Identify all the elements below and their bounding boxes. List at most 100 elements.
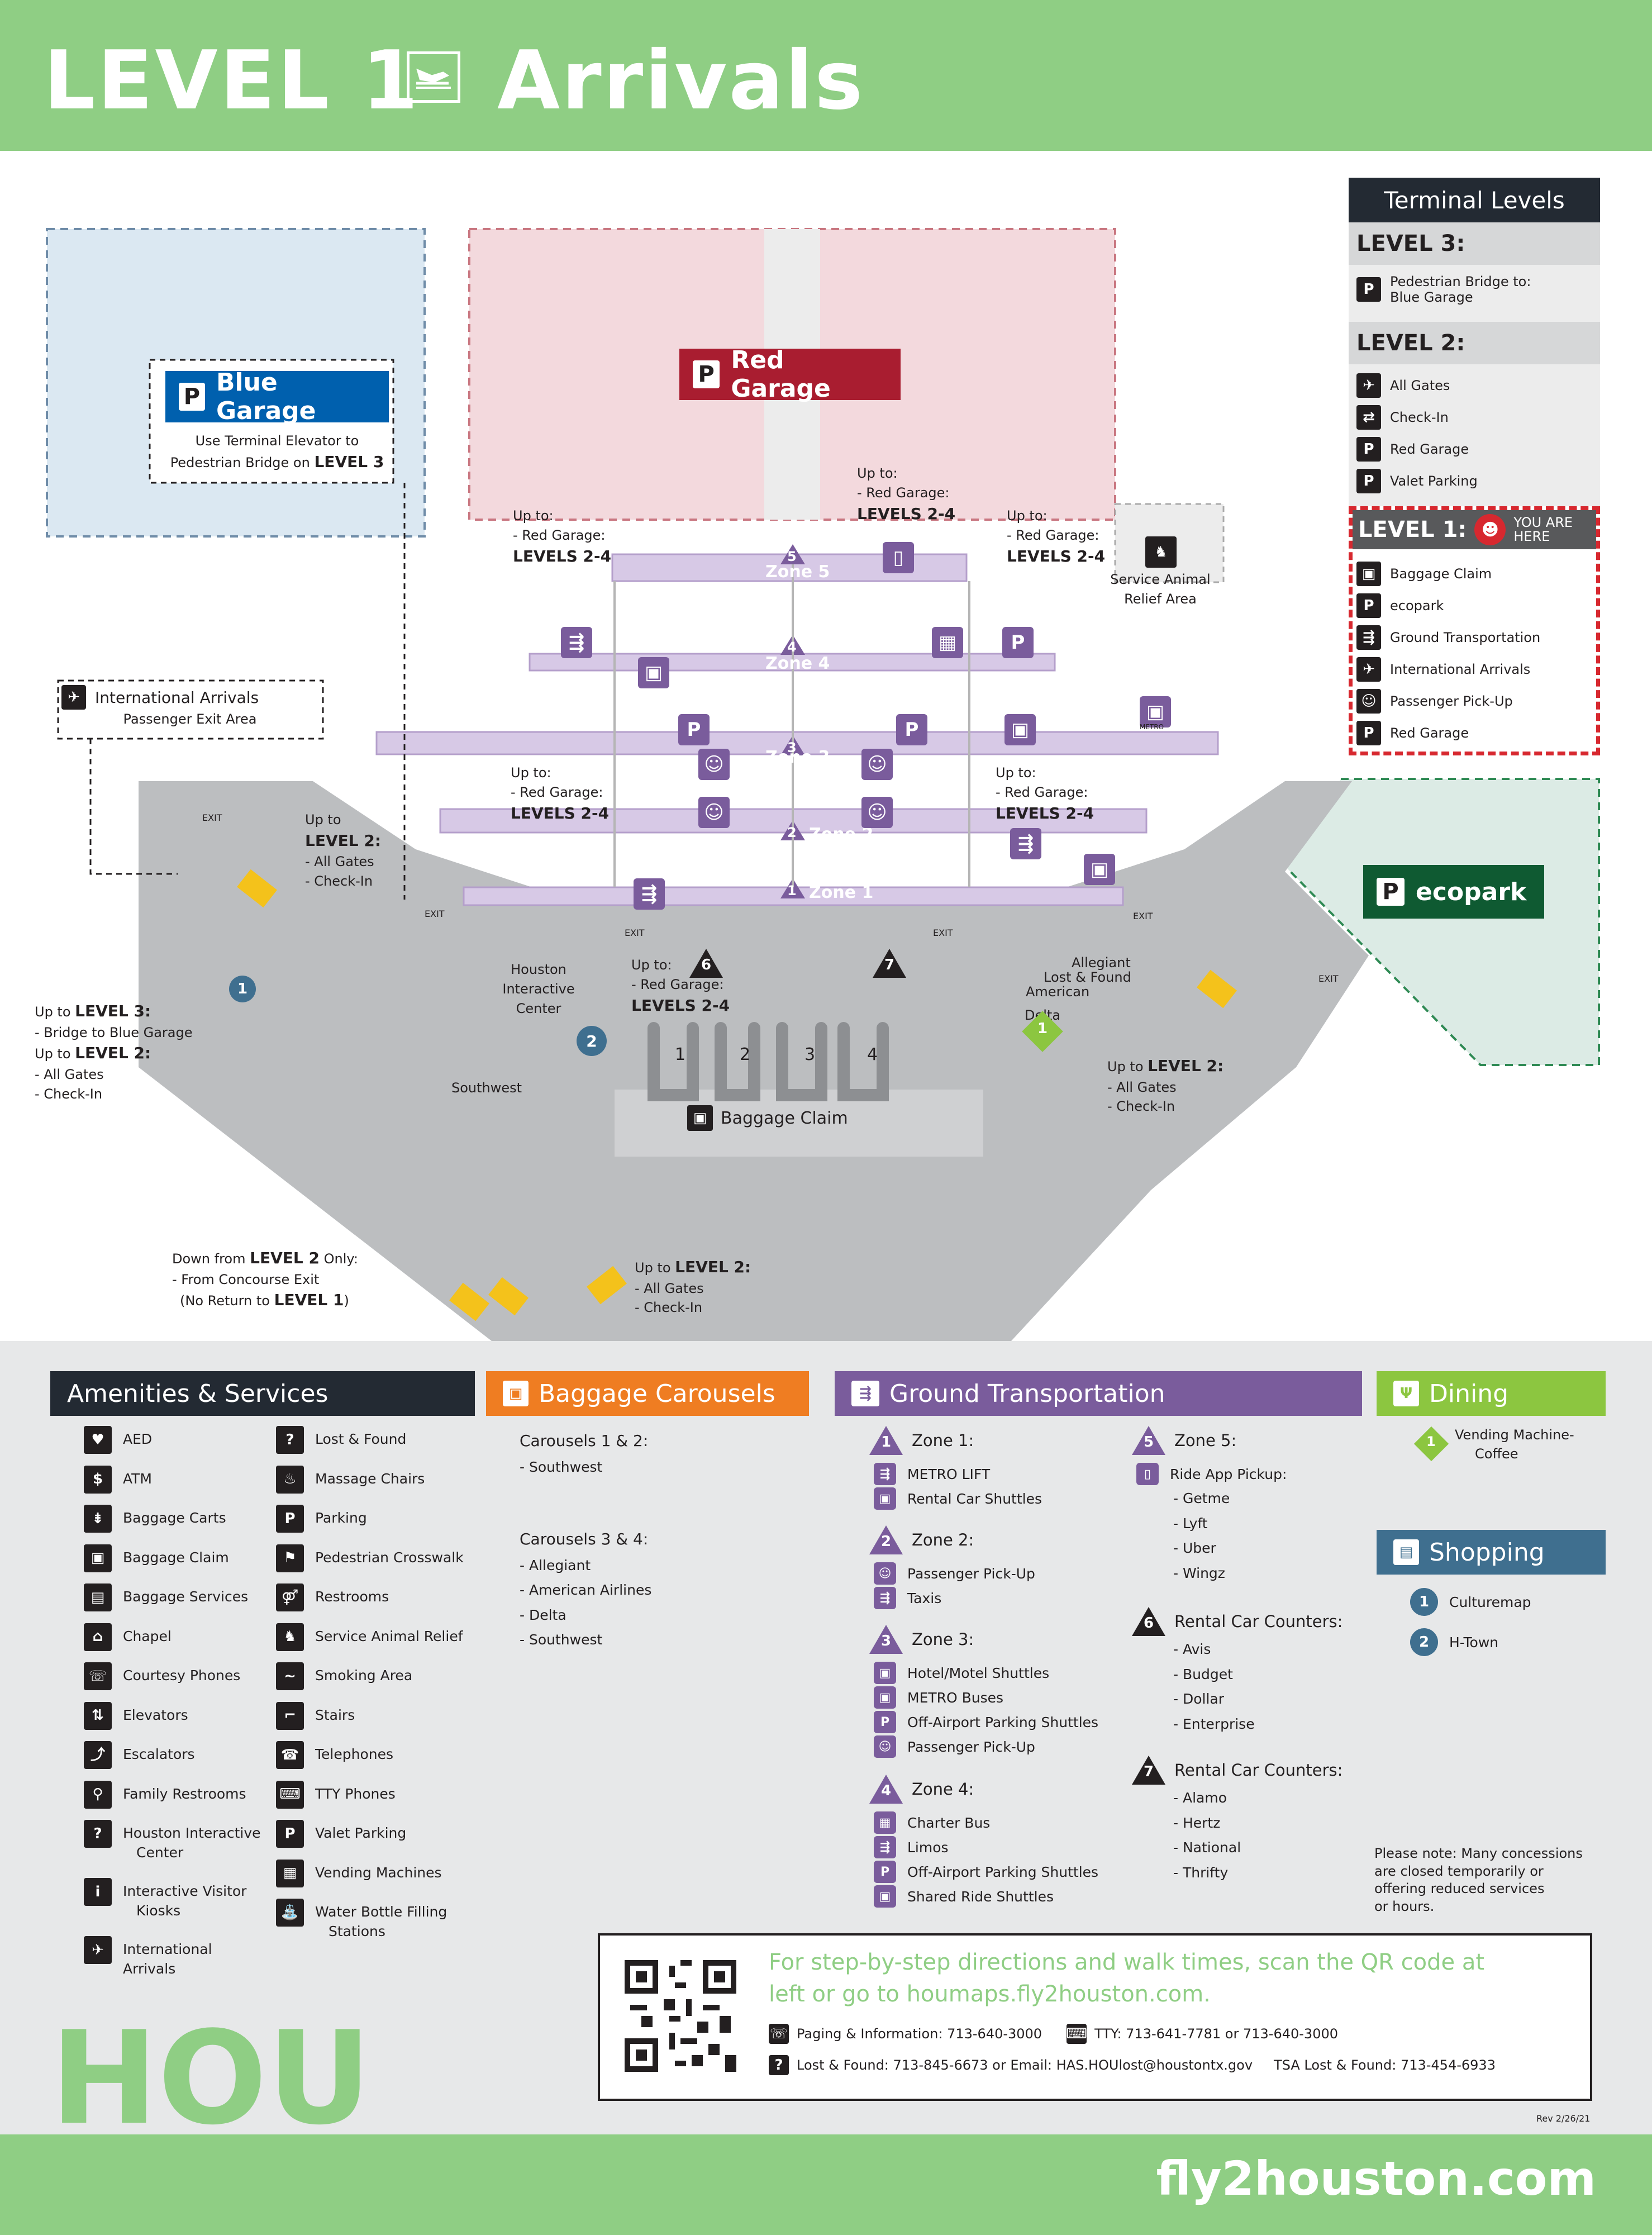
terminal-levels-panel: Terminal Levels LEVEL 3: P Pedestrian Br… (1349, 178, 1600, 755)
rental-counter-7-marker: 7 (873, 949, 906, 978)
service-animal-icon: ♞ (276, 1623, 304, 1651)
callout-level2: LEVEL 2: (75, 1044, 151, 1063)
baggage-claim-area: ▣ Baggage Claim (687, 1105, 848, 1131)
blue-garage-note-level: LEVEL 3 (314, 452, 384, 471)
shuttle-icon: ▣ (874, 1487, 896, 1510)
ecopark-label: P ecopark (1363, 865, 1544, 919)
amenity-label: Family Restrooms (123, 1785, 246, 1802)
callout-up-to: Up to: (513, 508, 554, 524)
rental-7-item: - Thrifty (1173, 1864, 1229, 1881)
zone-5-item: - Wingz (1173, 1564, 1225, 1581)
red-garage-text: Red Garage (731, 346, 831, 403)
level-1-heading-bar: LEVEL 1: ☻ YOU ARE HERE (1353, 510, 1596, 549)
exit-label: EXIT (425, 909, 445, 919)
shop-marker-1[interactable]: 1 (229, 976, 256, 1002)
red-garage-label: P Red Garage (679, 346, 901, 403)
carousels-heading: ▣ Baggage Carousels (486, 1371, 809, 1416)
shared-ride-icon: ▣ (874, 1885, 896, 1908)
parking-icon: P (1377, 878, 1405, 906)
atm-icon: $ (84, 1465, 112, 1494)
rental-6-item: - Enterprise (1173, 1715, 1255, 1732)
rental-7-item: - Hertz (1173, 1814, 1221, 1831)
allegiant-label: Allegiant (1072, 955, 1131, 971)
callout-levels: LEVELS 2-4 (857, 504, 956, 523)
zone-1-number: 1 (787, 883, 797, 898)
hou-wordmark: HOU (50, 2004, 372, 2153)
amenity-label: Massage Chairs (315, 1470, 425, 1487)
callout-up-level2-east: Up to LEVEL 2: - All Gates - Check-In (1107, 1055, 1223, 1116)
international-arrivals-icon: ✈ (61, 685, 86, 710)
taxi-icon: ⇶ (1010, 828, 1041, 859)
level-1-item-intl: ✈International Arrivals (1356, 657, 1530, 682)
international-arrivals-icon: ✈ (1356, 657, 1381, 682)
amenity-item: ▦Vending Machines (276, 1859, 442, 1887)
amenities-title: Amenities & Services (67, 1379, 329, 1408)
amenity-label: Kiosks (136, 1903, 181, 1919)
zone-4-label: Zone 4 (765, 654, 830, 673)
footer-url[interactable]: fly2houston.com (1156, 2151, 1596, 2206)
dining-marker-number: 1 (1037, 1020, 1048, 1037)
zone-3-item-text: Hotel/Motel Shuttles (907, 1665, 1050, 1681)
valet-icon: P (1356, 469, 1381, 493)
parking-icon: P (693, 360, 720, 388)
carousels-group-1-item: - Southwest (520, 1458, 603, 1475)
qr-code[interactable] (625, 1960, 736, 2072)
zone-1-marker: 1 (880, 1434, 892, 1451)
amenity-label: Telephones (315, 1746, 393, 1762)
carousel-1: 1 (675, 1045, 686, 1064)
shopping-item-2-name: H-Town (1449, 1634, 1499, 1651)
amenity-item: ♥AED (84, 1426, 152, 1454)
hic-line1: Houston (511, 962, 566, 977)
dining-icon: Ψ (1393, 1381, 1419, 1406)
you-are-here-icon: ☻ (1474, 514, 1506, 545)
zone-3-item-text: METRO Buses (907, 1689, 1004, 1706)
baggage-claim-icon: ▣ (687, 1105, 713, 1131)
callout-red-garage: - Red Garage: (513, 527, 606, 543)
callout-levels: LEVELS 2-4 (1007, 546, 1106, 565)
callout-check-in: - Check-In (35, 1086, 103, 1102)
escalator-icon: ⤴ (84, 1741, 112, 1769)
passenger-pickup-icon: ☺ (874, 1735, 896, 1758)
crosswalk-icon: ⚑ (276, 1544, 304, 1572)
blue-garage-note: Use Terminal Elevator to Pedestrian Brid… (165, 431, 389, 473)
hotel-shuttle-icon: ▣ (874, 1662, 896, 1684)
rental-6-item: - Budget (1173, 1666, 1233, 1682)
zone-5-item: - Lyft (1173, 1515, 1208, 1532)
intl-arrivals-title: International Arrivals (95, 688, 259, 707)
callout-up-to: Up to: (996, 765, 1036, 781)
zone-5-sub: ▯Ride App Pickup: (1136, 1463, 1287, 1485)
blue-garage-text: Blue Garage (216, 368, 316, 425)
callout-up-red-garage-mid-right: Up to: - Red Garage: LEVELS 2-4 (996, 763, 1094, 825)
shop-marker-2[interactable]: 2 (577, 1026, 607, 1056)
ground-heading: ⇶ Ground Transportation (835, 1371, 1362, 1416)
level-1-heading: LEVEL 1: (1358, 517, 1467, 543)
parking-icon: P (1356, 437, 1381, 462)
paging-text: Paging & Information: 713-640-3000 (797, 2026, 1042, 2042)
zone-3-item: ☺Passenger Pick-Up (874, 1735, 1035, 1758)
shopping-item-1: 1 Culturemap (1410, 1588, 1531, 1616)
callout-only: Only: (323, 1251, 358, 1267)
zone-2-number: 2 (787, 825, 797, 840)
dining-title: Dining (1429, 1379, 1509, 1408)
dining-item-line1: Vending Machine- (1455, 1427, 1574, 1443)
callout-all-gates: - All Gates (35, 1066, 104, 1082)
parking-shuttle-icon: P (896, 714, 927, 745)
level-1-item-pickup: ☺Passenger Pick-Up (1356, 689, 1513, 714)
note-line: offering reduced services (1374, 1881, 1545, 1897)
rental-counter-7-number: 7 (884, 957, 895, 973)
parking-icon: P (179, 383, 205, 411)
water-bottle-icon: ⛲ (276, 1899, 304, 1927)
amenity-label: Houston Interactive (123, 1825, 261, 1841)
lost-line: ? Lost & Found: 713-845-6673 or Email: H… (769, 2055, 1496, 2075)
amenity-item: ▣Baggage Claim (84, 1544, 229, 1572)
shopping-item-2-number: 2 (1410, 1628, 1438, 1656)
rental-counter-6-marker: 6 (689, 949, 723, 978)
parking-icon: P (1356, 721, 1381, 745)
